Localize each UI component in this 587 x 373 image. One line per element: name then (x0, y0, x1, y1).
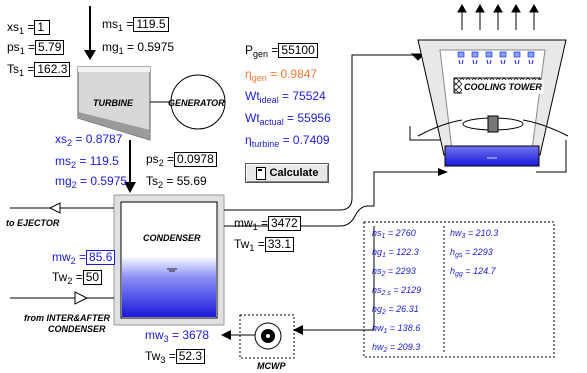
from-inter-label: from INTER&AFTER (24, 313, 110, 323)
enthalpy-item: hw3 = 210.3 (450, 228, 499, 240)
generator-circle (170, 74, 226, 130)
enthalpy-item: hs1 = 2760 (372, 228, 416, 240)
cooling-tower-label: COOLING TOWER (462, 80, 544, 94)
ms1-input[interactable]: 119.5 (133, 17, 169, 32)
mw3-output: mw3 = 3678 (145, 328, 210, 344)
xs2-output: xs2 = 0.8787 (55, 132, 123, 148)
ejector-line (10, 202, 114, 214)
enthalpy-item: hg1 = 122.3 (372, 247, 419, 259)
enthalpy-box (363, 221, 555, 358)
generator-label: GENERATOR (168, 98, 225, 108)
ts1-input[interactable]: 162.3 (34, 62, 71, 77)
enthalpy-item: hs2.s = 2129 (372, 285, 422, 297)
exhaust-arrow (124, 140, 136, 193)
enthalpy-item: hs2 = 2293 (372, 266, 416, 278)
xs1-field: xs1 =1 (7, 20, 51, 36)
ps1-input[interactable]: 5.79 (35, 40, 65, 55)
tw1-input[interactable]: 33.1 (264, 237, 295, 252)
mg2-output: mg2 = 0.5975 (55, 174, 128, 190)
to-ejector-label: to EJECTOR (6, 218, 60, 228)
steam-inlet-arrow (84, 6, 96, 60)
mw1-field: mw1 =3472 (234, 216, 301, 232)
mg1-output: mg1 = 0.5975 (102, 40, 175, 56)
enthalpy-item: hgs = 2293 (450, 247, 493, 259)
ps1-field: ps1 =5.79 (7, 40, 65, 56)
mw2-field: mw2 =85.6 (52, 250, 116, 266)
condenser-label: CONDENSER (143, 233, 201, 243)
cooling-tower (417, 3, 569, 167)
xs1-input[interactable]: 1 (34, 20, 51, 35)
wt-ideal-output: Wtideal = 75524 (245, 89, 326, 105)
ms2-output: ms2 = 119.5 (55, 154, 119, 170)
enthalpy-item: hw2 = 209.3 (372, 342, 421, 354)
ts1-field: Ts1 =162.3 (7, 62, 71, 78)
ts2-output: Ts2 = 55.69 (146, 174, 207, 190)
ps2-field: ps2 =0.0978 (146, 152, 217, 168)
mw1-input[interactable]: 3472 (268, 216, 301, 231)
eta-turbine-output: ηturbine = 0.7409 (245, 133, 330, 149)
calculate-button-label: Calculate (269, 167, 319, 179)
mw2-input[interactable]: 85.6 (86, 250, 116, 265)
tw3-input[interactable]: 52.3 (175, 349, 206, 364)
from-inter-label-2: CONDENSER (48, 324, 106, 334)
wt-actual-output: Wtactual = 55956 (245, 111, 331, 127)
mcwp-label: MCWP (257, 361, 286, 371)
enthalpy-item: hgg = 124.7 (450, 266, 496, 278)
tw1-field: Tw1 =33.1 (234, 237, 295, 253)
ms1-field: ms1 =119.5 (102, 17, 169, 33)
enthalpy-item: hw1 = 138.6 (372, 323, 421, 335)
ps2-input[interactable]: 0.0978 (174, 152, 217, 167)
calculator-icon (255, 166, 266, 180)
pgen-field: Pgen =55100 (245, 43, 318, 59)
calculate-button[interactable]: Calculate (245, 163, 329, 183)
tw2-field: Tw2 =50 (52, 270, 103, 286)
mcwp-box (239, 314, 295, 359)
cooling-water-pipes (221, 53, 567, 340)
tw2-input[interactable]: 50 (82, 270, 103, 285)
turbine-label: TURBINE (93, 98, 133, 108)
inter-condenser-line (10, 291, 114, 305)
eta-gen-output: ηgen = 0.9847 (245, 67, 318, 83)
tw3-field: Tw3 =52.3 (145, 349, 206, 365)
pgen-input[interactable]: 55100 (278, 43, 318, 58)
enthalpy-item: hg2 = 26.31 (372, 304, 419, 316)
